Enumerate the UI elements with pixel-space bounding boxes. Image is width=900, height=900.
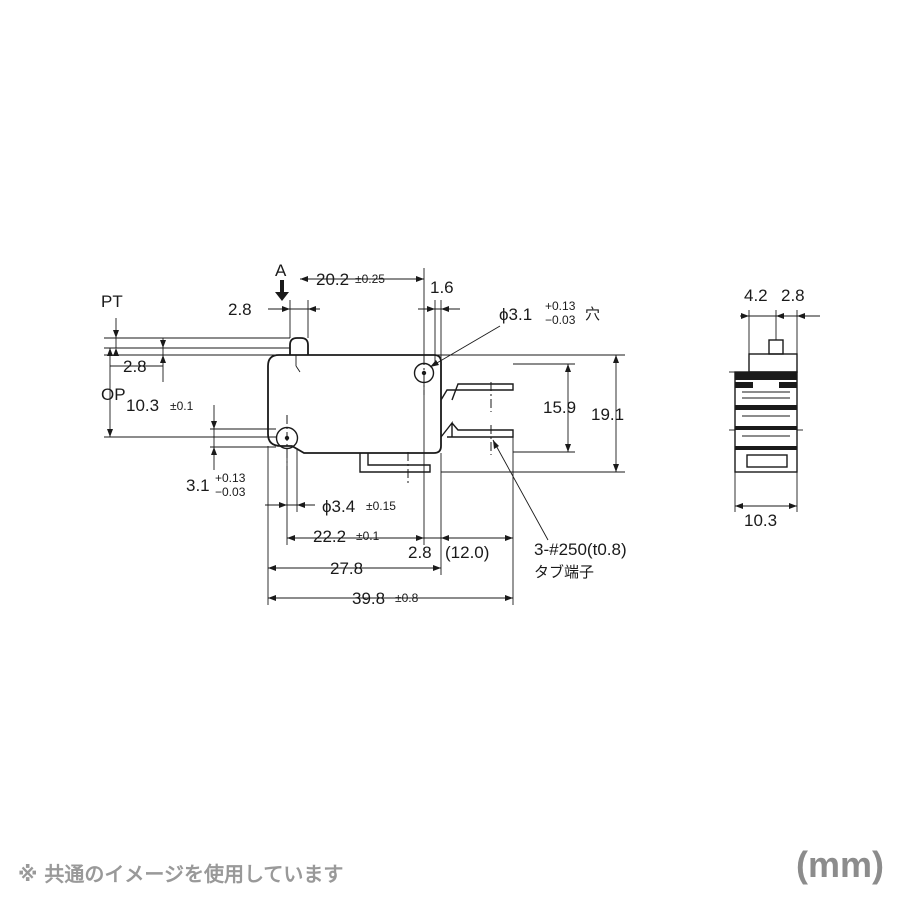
tol-22-2: ±0.1: [356, 529, 380, 543]
hole-small-tol-plus: +0.13: [545, 299, 576, 313]
dim-39-8: 39.8: [352, 589, 385, 608]
label-op: OP: [101, 385, 126, 404]
dim-2-8-bottom: 2.8: [408, 543, 432, 562]
dim-2-8-left: 2.8: [123, 357, 147, 376]
side-feature-4: [735, 405, 797, 410]
tol-20-2: ±0.25: [355, 272, 385, 286]
dim-12-0: (12.0): [445, 543, 489, 562]
hole-large-tol: ±0.15: [366, 499, 396, 513]
side-dim-10-3: 10.3: [744, 511, 777, 530]
dim-15-9: 15.9: [543, 398, 576, 417]
dim-3-1-tol-plus: +0.13: [215, 471, 246, 485]
side-view: 4.2 2.8 10.3: [729, 286, 820, 530]
dim-3-1-tol-minus: −0.03: [215, 485, 246, 499]
dim-3-1: 3.1: [186, 476, 210, 495]
label-pt: PT: [101, 292, 123, 311]
terminal-com: [440, 383, 514, 401]
terminal-spec: 3-#250(t0.8): [534, 540, 627, 559]
hole-small-label: ϕ3.1: [499, 305, 532, 324]
side-terminal: [746, 454, 788, 468]
tol-39-8: ±0.8: [395, 591, 419, 605]
side-feature-6: [735, 446, 797, 450]
side-dim-2-8: 2.8: [781, 286, 805, 305]
terminal-nc: [359, 453, 431, 473]
dim-1-6: 1.6: [430, 278, 454, 297]
push-direction-arrow: [275, 280, 289, 301]
side-feature-3: [779, 382, 797, 388]
footer-note: ※ 共通のイメージを使用しています: [18, 862, 344, 886]
hole-small-tol-minus: −0.03: [545, 313, 576, 327]
tol-10-3: ±0.1: [170, 399, 194, 413]
side-dim-4-2: 4.2: [744, 286, 768, 305]
side-feature-2: [735, 382, 753, 388]
dim-10-3: 10.3: [126, 396, 159, 415]
terminal-name: タブ端子: [534, 563, 594, 581]
dim-27-8: 27.8: [330, 559, 363, 578]
switch-body: [267, 354, 442, 454]
dim-2-8-top: 2.8: [228, 300, 252, 319]
side-feature-1: [735, 372, 797, 380]
hole-small-suffix: 穴: [585, 305, 600, 323]
side-actuator: [768, 339, 784, 355]
dim-22-2: 22.2: [313, 527, 346, 546]
unit-label: (mm): [796, 844, 884, 885]
label-a: A: [275, 261, 287, 280]
side-top-cap: [748, 353, 798, 373]
body-detail: [295, 355, 301, 373]
terminal-no: [440, 420, 514, 438]
dim-19-1: 19.1: [591, 405, 624, 424]
hole-large-label: ϕ3.4: [322, 497, 355, 516]
side-feature-5: [735, 426, 797, 430]
dim-20-2: 20.2: [316, 270, 349, 289]
front-view: A 20.2 ±0.25 1.6 2.8 PT 2.8 OP 10.3 ±0.1…: [101, 261, 627, 608]
actuator-plunger: [289, 337, 309, 355]
